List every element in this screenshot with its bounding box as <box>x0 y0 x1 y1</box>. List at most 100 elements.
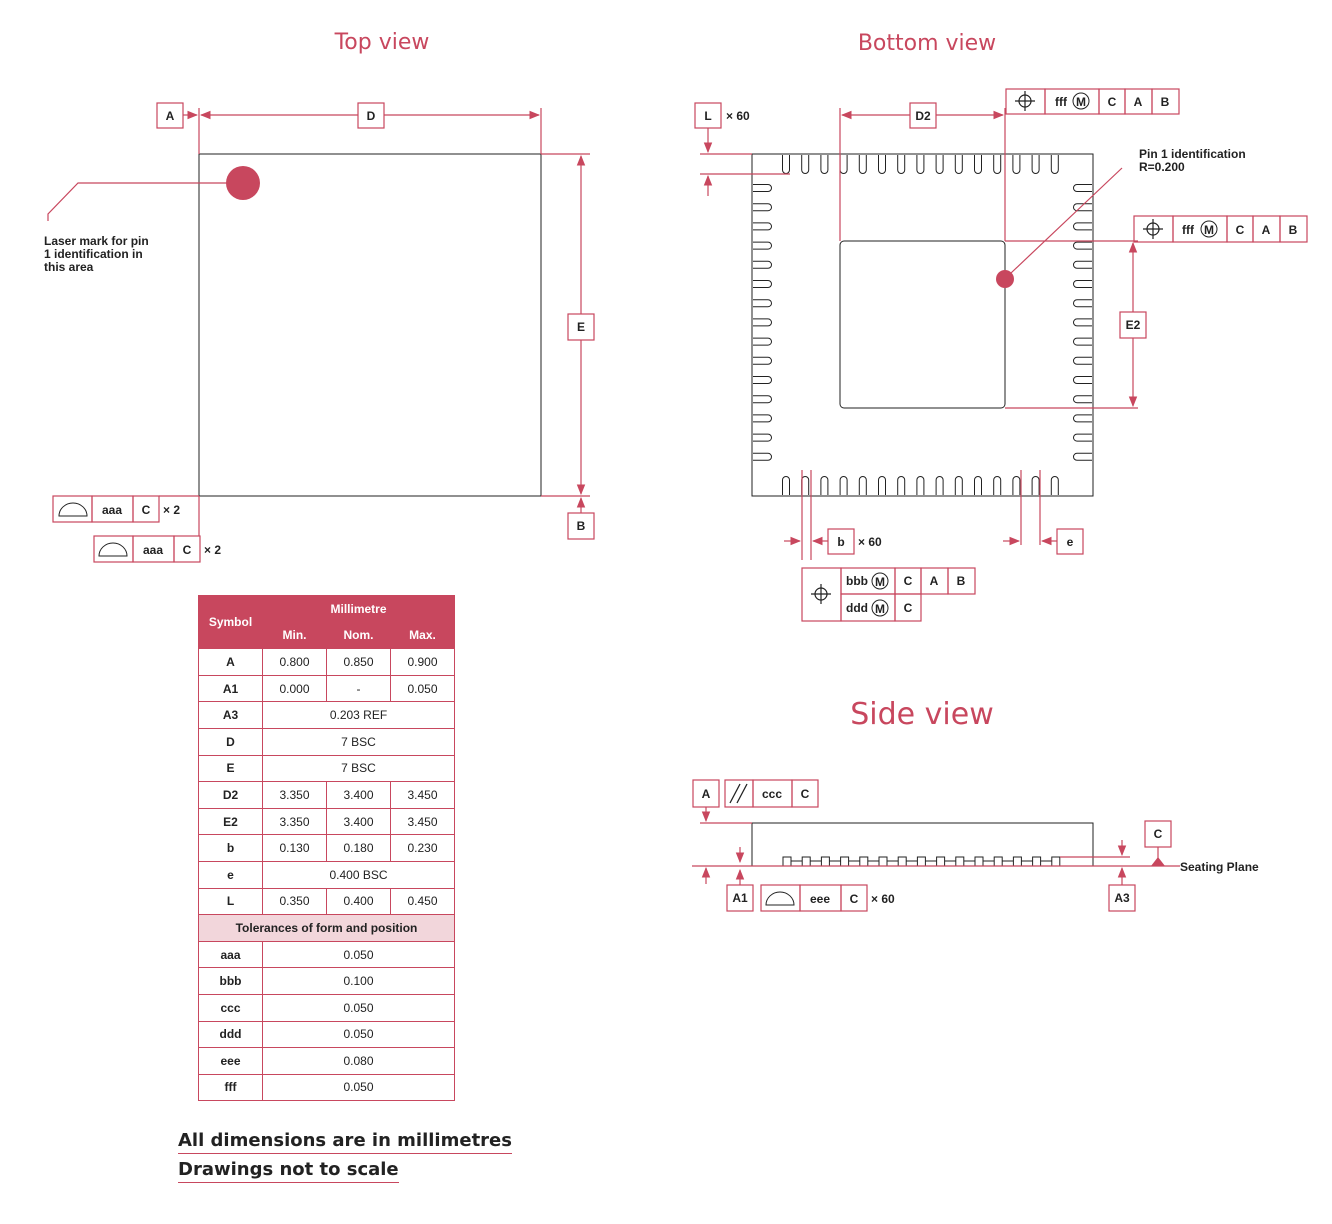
fcf1-datum-cell <box>132 495 160 523</box>
fcf-right-d3: B <box>1289 223 1298 237</box>
fcf-b-row1-d2: A <box>930 574 939 588</box>
fcf-top-d2: A <box>1134 95 1143 109</box>
side-lead <box>936 856 946 867</box>
fcf-b-row1-tol: bbb <box>846 574 868 588</box>
pad <box>954 476 963 495</box>
pad <box>1073 184 1092 192</box>
pad <box>753 337 772 346</box>
footnote-units: All dimensions are in millimetres <box>178 1130 512 1154</box>
pad <box>1073 222 1092 231</box>
dim-d2-box <box>909 102 937 129</box>
parallelism-icon <box>729 783 748 804</box>
pad <box>916 155 925 174</box>
fcf-right-mod: M <box>1204 223 1214 237</box>
tolerance-header-row: Tolerances of form and position <box>198 914 455 942</box>
pad <box>839 155 848 174</box>
pad <box>753 203 772 212</box>
pad <box>993 155 1002 174</box>
pad <box>954 155 963 174</box>
profile-surface-icon <box>98 542 128 557</box>
fcf-b-row2-mod: M <box>875 602 885 616</box>
table-row: D2 3.350 3.400 3.450 <box>198 781 455 809</box>
pad <box>820 476 829 495</box>
pad <box>935 476 944 495</box>
row-symbol: e <box>198 860 263 889</box>
row-symbol: L <box>198 887 263 916</box>
laser-note-line1: Laser mark for pin <box>44 234 149 248</box>
pad <box>782 476 790 495</box>
footnote-scale: Drawings not to scale <box>178 1159 399 1183</box>
row-value: 0.203 REF <box>262 701 455 729</box>
dim-a1-label: A1 <box>732 891 748 905</box>
tolerance-header: Tolerances of form and position <box>198 914 455 942</box>
col-max-header: Max. <box>390 621 455 650</box>
dim-a3-box <box>1108 884 1136 912</box>
row-symbol: b <box>198 834 263 862</box>
side-leads <box>782 856 1061 867</box>
datum-b-label: B <box>577 519 586 533</box>
side-lead <box>993 856 1003 867</box>
col-nom-header: Nom. <box>326 621 391 650</box>
fcf2-datum: C <box>183 543 192 557</box>
pad <box>820 155 829 174</box>
fcf-eee-mult: × 60 <box>871 892 895 906</box>
side-lead <box>897 856 907 867</box>
dim-a3-label: A3 <box>1114 891 1130 905</box>
row-min: 0.350 <box>262 887 327 916</box>
row-symbol: A3 <box>198 701 263 729</box>
mmc-modifier-circle <box>871 599 889 617</box>
row-symbol: D2 <box>198 781 263 809</box>
pad <box>935 155 944 174</box>
col-min-header: Min. <box>262 621 327 650</box>
dim-l-label: L <box>704 109 711 123</box>
fcf-b-row1-d1: C <box>904 574 913 588</box>
fcf1-tol: aaa <box>102 503 122 517</box>
fcf-b-row2-d1: C <box>904 601 913 615</box>
side-lead <box>1032 856 1042 867</box>
dim-e2-label: E2 <box>1126 318 1141 332</box>
fcf-top-d1: C <box>1108 95 1117 109</box>
fcf-ccc-datum: C <box>801 787 810 801</box>
millimetre-header: Millimetre <box>262 595 455 623</box>
side-lead <box>916 856 926 867</box>
laser-note-line3: this area <box>44 260 94 274</box>
mmc-modifier-circle <box>871 572 889 590</box>
pad <box>1073 280 1092 288</box>
fcf-b-row1-d3: B <box>957 574 966 588</box>
row-max: 3.450 <box>390 781 455 809</box>
fcf2-tol: aaa <box>143 543 163 557</box>
datum-c-box <box>1144 820 1172 848</box>
pad <box>1073 433 1092 442</box>
pad <box>897 476 906 495</box>
tol-symbol: eee <box>198 1047 263 1075</box>
fcf2-datum-cell <box>173 535 201 563</box>
datum-c-label: C <box>1154 827 1163 841</box>
pad <box>1073 356 1092 365</box>
side-dim-a-label: A <box>702 787 711 801</box>
fcf-eee-datum-cell <box>840 884 868 912</box>
pin1-note-line1: Pin 1 identification <box>1139 147 1246 161</box>
dim-d2-label: D2 <box>915 109 931 123</box>
row-symbol: D <box>198 727 263 756</box>
table-row: E 7 BSC <box>198 754 455 783</box>
table-row: A3 0.203 REF <box>198 701 455 729</box>
datum-c-triangle <box>1151 857 1165 866</box>
fcf-right-d3-cell <box>1279 215 1308 243</box>
pad <box>753 376 772 384</box>
table-row: ccc 0.050 <box>198 993 455 1022</box>
side-view-title: Side view <box>850 697 994 732</box>
row-value: 7 BSC <box>262 754 455 783</box>
pad <box>753 280 772 288</box>
fcf-eee-symbol-cell <box>760 884 801 912</box>
row-min: 3.350 <box>262 781 327 809</box>
row-symbol: A1 <box>198 674 263 703</box>
position-icon <box>1143 219 1163 239</box>
laser-note-line2: 1 identification in <box>44 247 143 261</box>
dim-b-label: b <box>837 535 844 549</box>
pad <box>753 414 772 423</box>
pad <box>753 299 772 308</box>
row-nom: 3.400 <box>326 807 391 836</box>
table-row: E2 3.350 3.400 3.450 <box>198 807 455 836</box>
pad <box>839 476 848 495</box>
